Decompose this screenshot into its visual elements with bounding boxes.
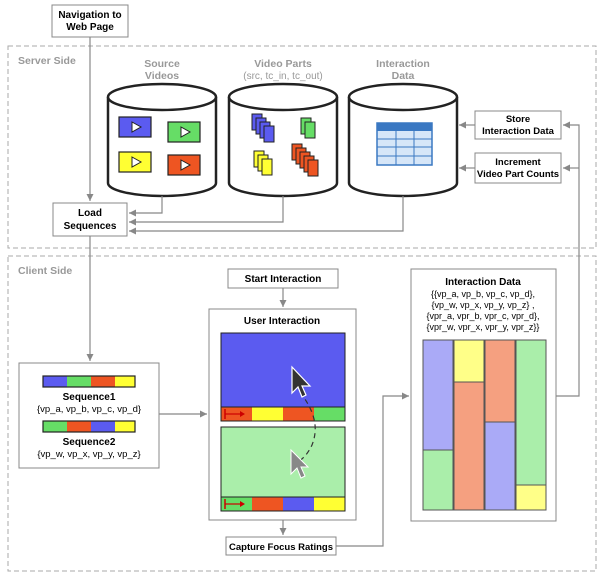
source-videos-title-2: Videos [145, 70, 179, 82]
video-parts-title-1: Video Parts [254, 58, 312, 70]
increment-video-part-counts-box: Increment Video Part Counts [474, 152, 562, 184]
connectors [86, 37, 580, 547]
video-parts-stack-icon [300, 117, 316, 139]
timeline-bar [220, 496, 346, 512]
store-interaction-data-box: Store Interaction Data [474, 110, 562, 140]
video-parts-stack-icon [251, 113, 275, 143]
source-videos-store: Source Videos [106, 58, 218, 198]
video-icon [167, 121, 201, 143]
user-interaction-title: User Interaction [244, 316, 320, 327]
video-icon [167, 154, 201, 176]
playhead-icon [224, 499, 245, 509]
table-icon [376, 122, 433, 166]
video-parts-title-2: (src, tc_in, tc_out) [243, 71, 322, 82]
navigation-label-line1: Navigation to [58, 10, 121, 21]
start-interaction-box: Start Interaction [227, 268, 339, 289]
server-side-label: Server Side [18, 55, 76, 67]
sequence2-parts: {vp_w, vp_x, vp_y, vp_z} [37, 449, 140, 460]
video-player-top [220, 332, 346, 422]
timeline-bar [220, 406, 346, 422]
cursor-motion-path [291, 391, 316, 467]
video-player-bottom [220, 426, 346, 512]
sequence1-bar [42, 375, 136, 388]
sequence1-parts: {vp_a, vp_b, vp_c, vp_d} [37, 404, 141, 415]
store-interaction-line2: Interaction Data [482, 126, 555, 137]
sequence2-title: Sequence2 [63, 437, 116, 448]
cursor-icon [290, 448, 310, 479]
interaction-data-store-title-2: Data [392, 70, 415, 82]
load-sequences-line1: Load [78, 208, 102, 219]
store-interaction-line1: Store [506, 114, 530, 125]
load-sequences-line2: Sequences [64, 221, 117, 232]
playhead-icon [224, 409, 245, 419]
sequence1-title: Sequence1 [63, 392, 116, 403]
navigation-box: Navigation to Web Page [51, 4, 129, 38]
focus-ratings-chart [422, 339, 547, 511]
interaction-data-line: {vpr_a, vpr_b, vpr_c, vpr_d}, [426, 311, 539, 321]
interaction-data-title: Interaction Data [445, 277, 521, 288]
server-side-region [7, 45, 597, 249]
user-interaction-box: User Interaction [208, 308, 357, 521]
start-interaction-label: Start Interaction [245, 274, 322, 285]
interaction-data-store-title-1: Interaction [376, 58, 430, 70]
navigation-label-line2: Web Page [66, 22, 114, 33]
interaction-data-box: Interaction Data {{vp_a, vp_b, vp_c, vp_… [410, 268, 557, 522]
increment-counts-line2: Video Part Counts [477, 169, 559, 180]
client-side-label: Client Side [18, 265, 72, 277]
interaction-data-line: {vpr_w, vpr_x, vpr_y, vpr_z}} [427, 322, 540, 332]
capture-focus-label: Capture Focus Ratings [229, 542, 333, 553]
capture-focus-ratings-box: Capture Focus Ratings [225, 536, 337, 556]
cursor-icon [291, 365, 312, 398]
interaction-data-line: {{vp_a, vp_b, vp_c, vp_d}, [431, 289, 535, 299]
sequence2-bar [42, 420, 136, 433]
video-icon [118, 151, 152, 173]
video-parts-stack-icon [253, 150, 273, 176]
load-sequences-box: Load Sequences [52, 202, 128, 237]
sequences-box: Sequence1 {vp_a, vp_b, vp_c, vp_d} Seque… [18, 362, 160, 469]
video-icon [118, 116, 152, 138]
interaction-data-line: {vp_w, vp_x, vp_y, vp_z} , [432, 300, 535, 310]
source-videos-title-1: Source [144, 58, 180, 70]
video-parts-store: Video Parts (src, tc_in, tc_out) [227, 58, 339, 198]
interaction-data-store: Interaction Data [347, 58, 459, 198]
increment-counts-line1: Increment [495, 157, 541, 168]
client-side-region [7, 255, 597, 572]
video-parts-stack-icon [291, 143, 319, 177]
